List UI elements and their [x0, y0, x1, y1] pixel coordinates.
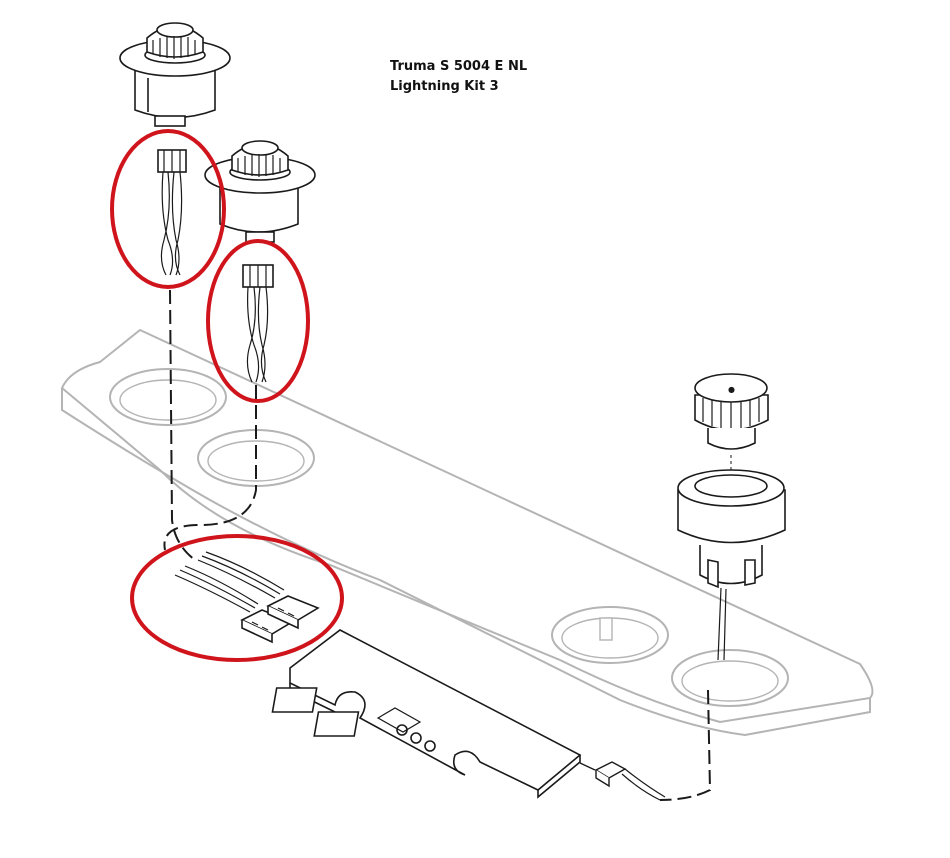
board-connector [579, 761, 666, 801]
title-line-2: Lightning Kit 3 [390, 79, 499, 94]
connector-cluster [174, 551, 320, 644]
switch-knob-1 [119, 22, 231, 127]
highlight-ellipse-1 [110, 129, 226, 289]
highlight-ellipse-2 [206, 239, 310, 403]
thermostat-knob: ● [677, 373, 786, 661]
cable-route-3 [659, 689, 712, 801]
panel-front-edge [61, 388, 871, 737]
switch-knob-2 [204, 140, 316, 243]
title-line-1: Truma S 5004 E NL [390, 59, 528, 74]
highlight-ellipse-3 [130, 534, 344, 662]
highlight-markers [110, 129, 344, 662]
panel-hole-1 [109, 368, 227, 426]
control-panel [60, 328, 874, 737]
panel-top-face [60, 328, 874, 724]
wire-harness-1 [157, 149, 187, 276]
cable-route-1 [169, 289, 196, 561]
panel-hole-4 [671, 649, 789, 707]
svg-text:●: ● [728, 385, 735, 394]
diagram-title: Truma S 5004 E NL Lightning Kit 3 [390, 57, 527, 97]
wire-harness-2 [242, 264, 274, 383]
circuit-board [271, 629, 582, 799]
cable-routes [163, 289, 712, 801]
